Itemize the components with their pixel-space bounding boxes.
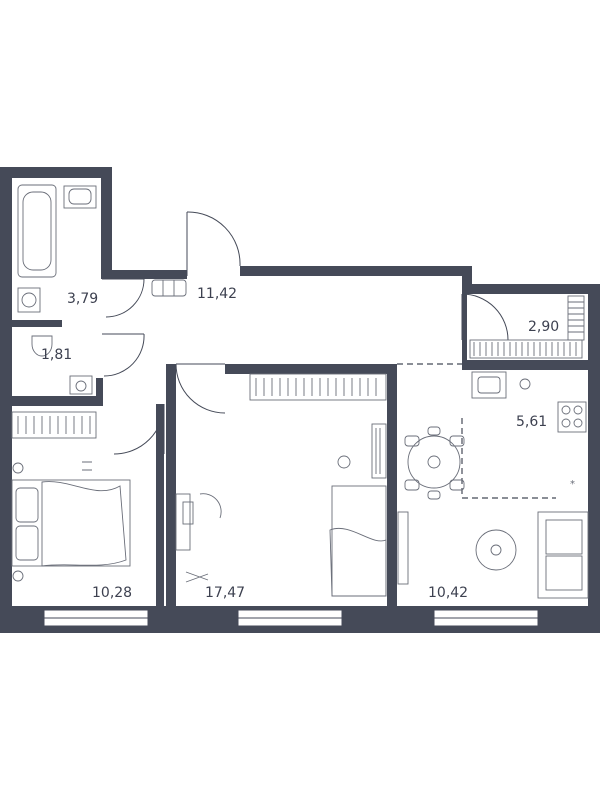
area-label-kitchen: 5,61	[516, 414, 547, 430]
area-label-living-room: 10,42	[428, 585, 468, 601]
chair-icon	[449, 435, 465, 447]
area-label-bedroom-center: 17,47	[205, 585, 245, 601]
sink-icon	[63, 185, 97, 209]
area-labels: 3,79 1,81 11,42 2,90 5,61 10,28 17,47 10…	[41, 286, 559, 601]
hallway-cabinet	[151, 279, 187, 297]
bathroom-fixtures	[17, 184, 97, 313]
kitchen-sink-icon	[471, 371, 507, 399]
wall-hall-top-left	[101, 270, 187, 279]
bedroom-center-furniture	[175, 373, 387, 597]
door-toilet	[102, 333, 145, 377]
doors	[102, 211, 509, 455]
dining-set	[404, 426, 465, 500]
wall-storage-left	[462, 294, 467, 360]
door-bed-left	[113, 403, 165, 455]
washing-machine-icon	[17, 287, 41, 313]
door-bathroom	[102, 278, 145, 318]
door-storage	[461, 293, 509, 341]
area-label-toilet: 1,81	[41, 347, 72, 363]
door-entrance	[186, 211, 241, 276]
chair-icon	[404, 435, 420, 447]
wall-bath-toilet	[12, 320, 62, 327]
wall-bed-center-left	[166, 364, 176, 606]
wall-hall-top	[240, 266, 472, 276]
wall-storage-top	[462, 284, 600, 294]
shelf-icon	[371, 423, 387, 479]
tap-icon	[519, 378, 531, 390]
shoe-cabinet-icon	[151, 279, 187, 297]
area-label-bathroom: 3,79	[67, 291, 98, 307]
wardrobe-icon	[11, 411, 97, 439]
storage-rack-icon	[469, 339, 583, 359]
wall-top-left	[0, 167, 112, 178]
toilet-sink-icon	[69, 375, 93, 395]
toys-icon	[185, 571, 209, 583]
bedroom-left-furniture	[11, 411, 131, 582]
area-label-bedroom-left: 10,28	[92, 585, 132, 601]
chair-icon	[427, 490, 441, 500]
wall-bath-right	[101, 167, 112, 275]
dining-table-icon	[407, 435, 461, 489]
bed-icon	[11, 479, 131, 567]
wall-right	[588, 284, 600, 633]
desk-icon	[175, 493, 191, 551]
lamp-icon	[12, 570, 24, 582]
door-bed-center	[175, 363, 226, 414]
living-furniture	[397, 511, 589, 599]
wall-toilet-right	[96, 378, 103, 406]
wall-toilet-bottom	[12, 396, 102, 406]
bathtub-icon	[17, 184, 57, 278]
area-label-storage: 2,90	[528, 319, 559, 335]
kitchen-fixtures: *	[471, 371, 587, 490]
wall-storage-bottom	[462, 360, 588, 370]
storage-shelves	[469, 295, 585, 359]
windows	[43, 609, 539, 627]
slippers-icon	[82, 461, 92, 471]
wall-bed-center-right	[387, 364, 397, 606]
fridge-mark-icon: *	[570, 479, 575, 490]
lamp-icon	[12, 462, 24, 474]
tv-stand-icon	[397, 511, 409, 585]
wall-bed-left-right	[156, 404, 164, 606]
chair-icon	[427, 426, 441, 436]
wall-bed-center-top	[225, 364, 395, 374]
sofa-icon	[537, 511, 589, 599]
coffee-table-icon	[475, 529, 517, 571]
toilet-fixtures	[31, 335, 93, 395]
wall-step	[462, 266, 472, 294]
interior-walls	[12, 294, 588, 606]
wardrobe-icon	[249, 373, 387, 401]
ball-icon	[337, 455, 351, 469]
chair-icon	[199, 493, 222, 519]
cooktop-icon	[557, 401, 587, 433]
chair-icon	[449, 479, 465, 491]
area-label-hallway: 11,42	[197, 286, 237, 302]
zone-line-kitchen	[461, 418, 556, 499]
chair-icon	[404, 479, 420, 491]
wall-left	[0, 167, 12, 633]
toilet-icon	[31, 335, 53, 357]
